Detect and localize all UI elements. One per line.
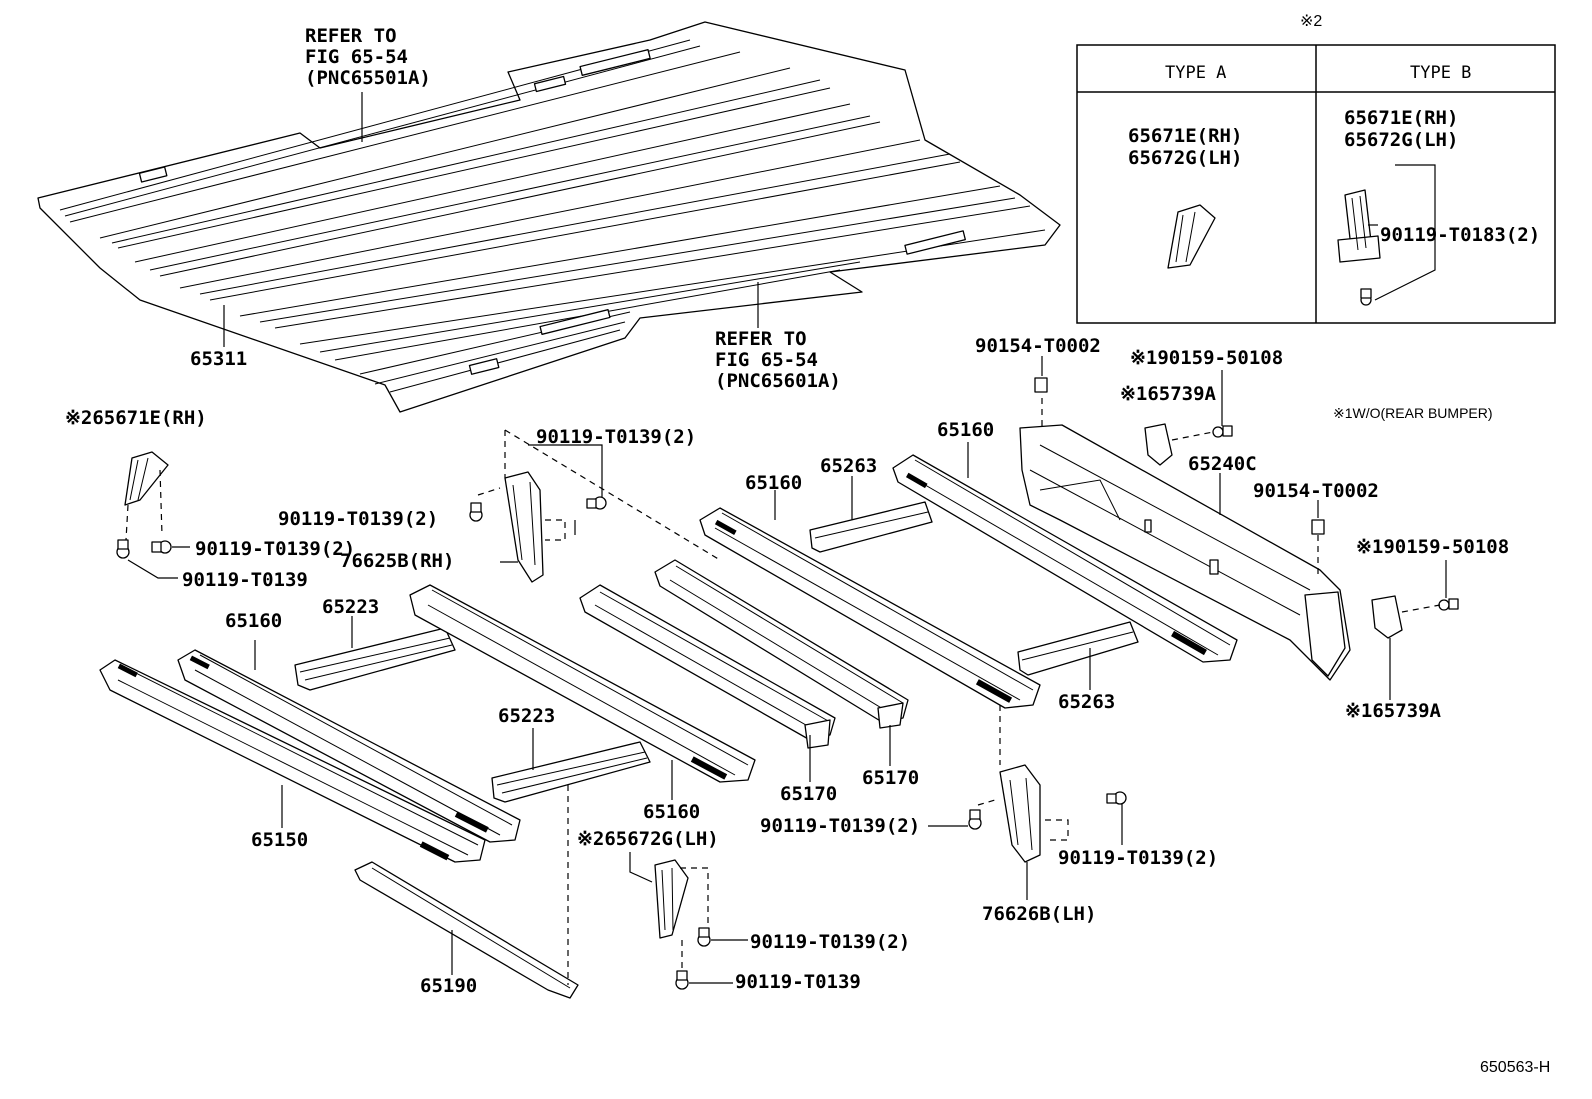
label-bracket-lh: ※265672G(LH) — [577, 828, 719, 850]
label-rear-sill: 65240C — [1188, 453, 1257, 475]
rear-sill-65240c — [1019, 398, 1351, 681]
refer-front-line1: REFER TO — [305, 25, 397, 47]
refer-front-line3: (PNC65501A) — [305, 67, 431, 89]
label-side-rail: 65150 — [251, 829, 308, 851]
inset-header-type-a: TYPE A — [1165, 63, 1226, 83]
refer-front-line2: FIG 65-54 — [305, 46, 408, 68]
support-rh-part — [469, 429, 721, 583]
inset-header-type-b: TYPE B — [1410, 63, 1471, 83]
floor-panel-65311 — [37, 21, 1061, 413]
nut-and-cover-parts — [1034, 356, 1459, 700]
label-nut-b: 90154-T0002 — [1253, 480, 1379, 502]
inset-type-b-bolt: 90119-T0183(2) — [1380, 224, 1540, 246]
refer-rear-line1: REFER TO — [715, 328, 807, 350]
cross-member-65263-b — [1017, 621, 1139, 676]
label-sill-c: 65160 — [745, 472, 802, 494]
label-bolt-pair-b: 90119-T0139(2) — [536, 426, 696, 448]
label-support-rh: 76625B(RH) — [340, 550, 454, 572]
bracket-lh-part — [629, 852, 748, 990]
label-sill-b: 65160 — [643, 801, 700, 823]
label-bolt-pair-a: 90119-T0139(2) — [195, 538, 355, 560]
catalog-code: 650563-H — [1480, 1059, 1550, 1076]
sill-65160-a — [177, 649, 521, 843]
label-bracket-rh: ※265671E(RH) — [65, 407, 207, 429]
support-lh-part — [968, 705, 1127, 900]
label-65311: 65311 — [190, 348, 247, 370]
label-support-lh: 76626B(LH) — [982, 903, 1096, 925]
label-sill-a: 65160 — [225, 610, 282, 632]
inset-type-a-rh: 65671E(RH) — [1128, 125, 1242, 147]
nut-icon — [1311, 519, 1325, 535]
label-bolt-single-a: 90119-T0139 — [182, 569, 308, 591]
sill-65160-d — [892, 454, 1238, 663]
label-bolt-pair-c: 90119-T0139(2) — [278, 508, 438, 530]
label-screw-a: ※190159-50108 — [1130, 347, 1283, 369]
sill-65160-b — [409, 584, 756, 783]
sill-65160-c — [699, 507, 1041, 709]
cross-member-65263-a — [809, 501, 933, 553]
type-inset-table — [1076, 44, 1556, 324]
note-wo-rear-bumper: ※1W/O(REAR BUMPER) — [1333, 405, 1493, 421]
screw-icon — [1212, 426, 1224, 438]
nut-icon — [1034, 377, 1048, 393]
label-cross-c: 65263 — [820, 455, 877, 477]
refer-rear-line2: FIG 65-54 — [715, 349, 818, 371]
label-sill-d: 65160 — [937, 419, 994, 441]
label-cross-b: 65223 — [498, 705, 555, 727]
label-side-rail-lower: 65190 — [420, 975, 477, 997]
label-nut-a: 90154-T0002 — [975, 335, 1101, 357]
refer-rear-line3: (PNC65601A) — [715, 370, 841, 392]
label-cross-a: 65223 — [322, 596, 379, 618]
label-member-a: 65170 — [780, 783, 837, 805]
side-rail-65190 — [354, 785, 579, 999]
label-bolt-pair-d: 90119-T0139(2) — [750, 931, 910, 953]
label-member-b: 65170 — [862, 767, 919, 789]
leader-lines — [254, 442, 1091, 975]
member-65170-a — [579, 584, 836, 749]
label-bolt-pair-e: 90119-T0139(2) — [760, 815, 920, 837]
label-cover-a: ※165739A — [1120, 383, 1217, 405]
member-65170-b — [654, 559, 909, 729]
screw-icon — [1438, 599, 1450, 611]
label-cross-d: 65263 — [1058, 691, 1115, 713]
label-screw-b: ※190159-50108 — [1356, 536, 1509, 558]
cover-icon — [1144, 423, 1173, 466]
label-bolt-single-b: 90119-T0139 — [735, 971, 861, 993]
bracket-rh-part — [116, 451, 190, 579]
cross-member-65223-a — [294, 627, 456, 691]
inset-note-mark: ※2 — [1300, 13, 1322, 30]
label-cover-b: ※165739A — [1345, 700, 1442, 722]
inset-type-b-rh: 65671E(RH) — [1344, 107, 1458, 129]
inset-type-b-lh: 65672G(LH) — [1344, 129, 1458, 151]
label-bolt-pair-f: 90119-T0139(2) — [1058, 847, 1218, 869]
cover-icon — [1371, 595, 1403, 639]
type-a-bracket-icon — [1167, 204, 1216, 269]
cross-member-65223-b — [491, 741, 651, 803]
inset-type-a-lh: 65672G(LH) — [1128, 147, 1242, 169]
side-rail-65150 — [99, 659, 486, 863]
